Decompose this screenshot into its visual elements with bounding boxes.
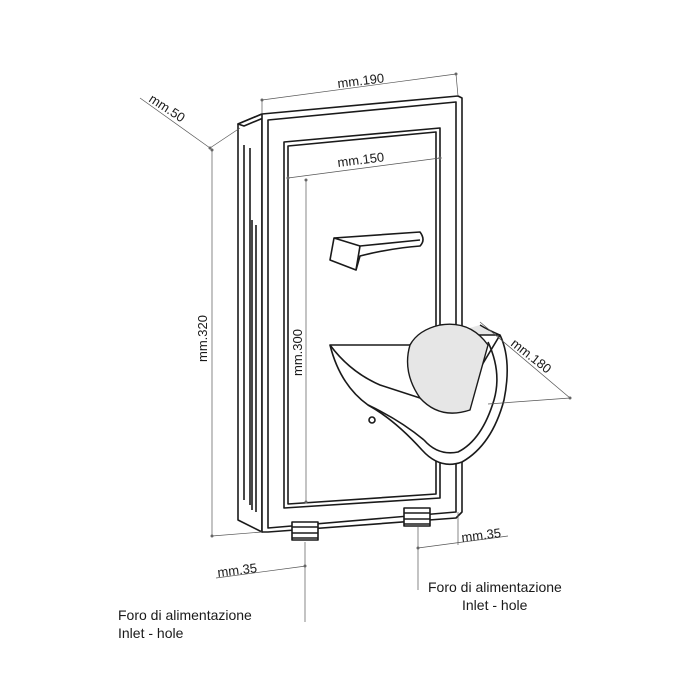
dimension-lines	[139, 72, 572, 622]
right-inlet-label-line1: Foro di alimentazione	[428, 579, 562, 595]
inlet-right	[403, 507, 431, 527]
dim-holder-length: mm.180	[508, 336, 554, 377]
dim-inlet-left: mm.35	[217, 560, 258, 580]
right-inlet-label-line2: Inlet - hole	[462, 597, 528, 613]
dim-inner-height: mm.300	[290, 329, 305, 376]
left-inlet-label-line2: Inlet - hole	[118, 625, 184, 641]
dim-width: mm.190	[337, 70, 385, 91]
inlet-left	[291, 521, 319, 541]
dim-inlet-right: mm.35	[461, 525, 502, 545]
dim-inner-width: mm.150	[337, 149, 385, 170]
dim-height: mm.320	[195, 315, 210, 362]
dim-depth: mm.50	[146, 91, 187, 125]
screw-hole	[368, 416, 376, 424]
pipe-holder	[329, 323, 508, 466]
left-inlet-label-line1: Foro di alimentazione	[118, 607, 252, 623]
handle	[329, 231, 424, 271]
